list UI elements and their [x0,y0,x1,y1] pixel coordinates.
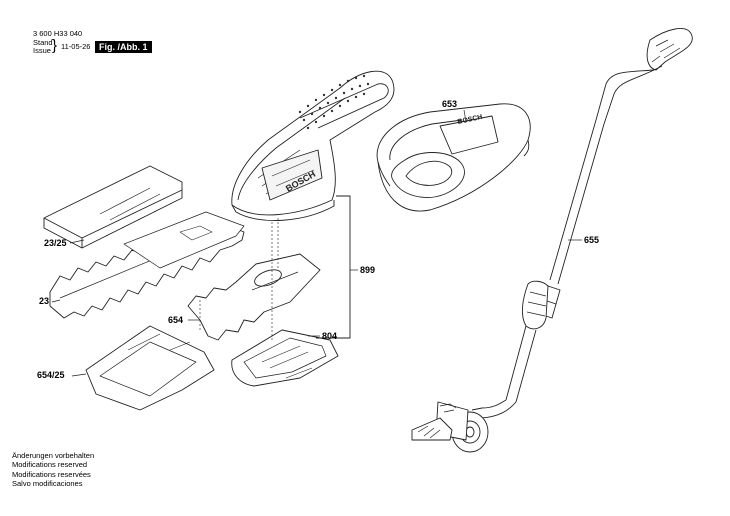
upper-blade-899 [123,211,245,269]
callout-654-25: 654/25 [37,370,65,380]
modification-notes: Änderungen vorbehalten Modifications res… [12,451,94,489]
note-line-de: Änderungen vorbehalten [12,451,95,460]
blade-guard-23-25 [43,165,183,249]
stand-label: Stand [33,38,53,47]
note-line-fr: Modifications reservées [12,469,91,479]
grip-dots [298,74,370,130]
issue-label: Issue [33,46,51,55]
callout-655: 655 [584,235,600,245]
telescopic-handle-655 [411,28,693,453]
brace-glyph: } [52,37,58,54]
holder-653: BOSCH [376,103,531,212]
callout-23: 23 [39,296,50,306]
shear-housing: BOSCH [231,70,395,221]
note-line-en: Modifications reserved [12,460,88,470]
part-number: 3 600 H33 040 [33,29,83,38]
callout-23-25: 23/25 [44,238,67,248]
figure-label: Fig. /Abb. 1 [95,41,152,53]
callout-804: 804 [322,331,338,341]
bracket-899 [316,195,351,339]
callout-653: 653 [442,99,458,109]
callout-leaders [51,109,582,377]
note-line-es: Salvo modificaciones [12,479,83,489]
issue-date: 11-05-26 [61,42,91,51]
sleeve-654-25 [85,325,215,411]
base-plate-804 [231,329,339,387]
assembly-lines [199,218,279,340]
grass-blade-654 [187,253,321,341]
callout-654: 654 [168,315,184,325]
callout-899: 899 [360,265,376,275]
